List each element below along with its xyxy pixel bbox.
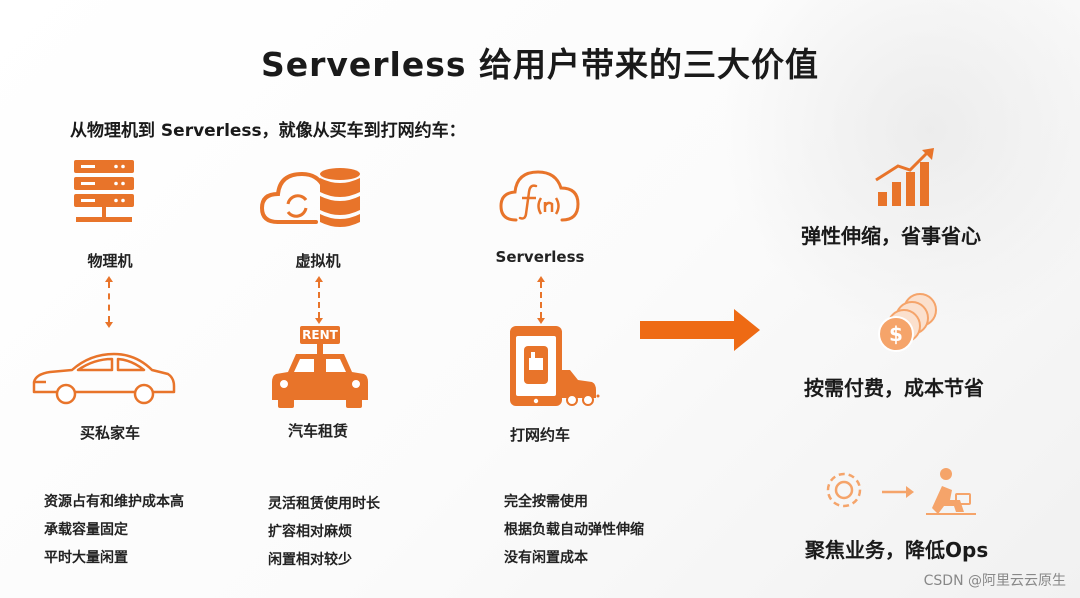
label-serverless: Serverless [495,248,585,266]
watermark: CSDN @阿里云云原生 [923,573,1066,589]
column-3-points: 完全按需使用 根据负载自动弹性伸缩 没有闲置成本 [504,488,644,572]
point-item: 闲置相对较少 [268,552,352,568]
point-item: 承载容量固定 [44,522,128,538]
cloud-function-icon [499,170,580,222]
column-2-points: 灵活租赁使用时长 扩容相对麻烦 闲置相对较少 [268,490,380,574]
rental-car-icon: RENT [270,326,370,410]
label-virtual-machine: 虚拟机 [295,252,341,270]
growth-bars-icon [875,148,934,206]
ride-hailing-phone-icon [510,326,600,406]
connector-arrow-1 [105,276,113,328]
cloud-database-icon [259,168,360,227]
coins-icon: $ [878,293,937,352]
point-item: 资源占有和维护成本高 [44,494,184,510]
svg-text:$: $ [889,322,903,346]
car-icon [32,352,176,405]
column-1-points: 资源占有和维护成本高 承载容量固定 平时大量闲置 [44,488,184,572]
point-item: 根据负载自动弹性伸缩 [504,522,644,538]
value-pay-per-use: 按需付费，成本节省 [804,376,984,400]
point-item: 没有闲置成本 [504,550,588,566]
subtitle: 从物理机到 Serverless，就像从买车到打网约车： [70,121,466,141]
page-title: Serverless 给用户带来的三大价值 [260,45,820,84]
connector-arrow-3 [537,276,545,324]
point-item: 灵活租赁使用时长 [268,496,380,512]
server-rack-icon [74,160,134,222]
label-ride-hailing: 打网约车 [509,426,570,444]
rent-sign: RENT [300,326,340,344]
label-car-rental: 汽车租赁 [287,422,348,440]
label-buy-private-car: 买私家车 [79,424,140,442]
gear-to-person-icon [826,468,976,515]
value-focus-business: 聚焦业务，降低Ops [805,538,989,562]
point-item: 扩容相对麻烦 [268,524,352,540]
point-item: 完全按需使用 [504,494,588,510]
label-physical-machine: 物理机 [87,252,133,270]
point-item: 平时大量闲置 [44,550,128,566]
value-elastic-scaling: 弹性伸缩，省事省心 [801,224,981,248]
big-right-arrow-icon [640,309,760,351]
connector-arrow-2 [315,276,323,324]
